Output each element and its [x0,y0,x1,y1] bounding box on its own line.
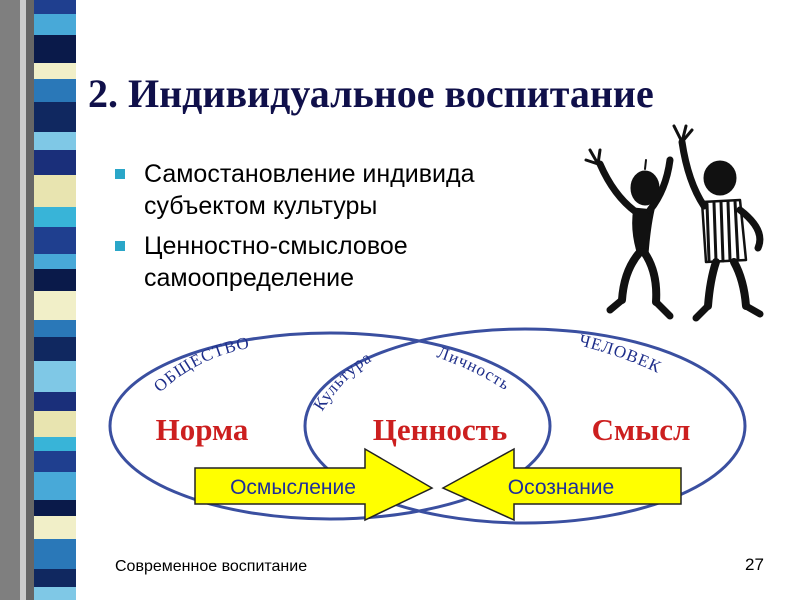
strip-segment [34,516,76,539]
bullet-text: Ценностно-смысловое самоопределение [144,232,408,292]
strip-segment [34,79,76,102]
strip-segment [34,320,76,337]
strip-segment [34,102,76,132]
culture-label: Культура [310,348,374,414]
strip-segment [34,337,76,361]
awareness-arrow: Осознание [441,447,682,522]
reflection-arrow: Осмысление [194,447,434,522]
square-bullet-icon [115,241,125,251]
strip-segment [34,392,76,411]
strip-segment [34,227,76,254]
square-bullet-icon [115,169,125,179]
meaning-term: Смысл [592,412,691,447]
awareness-arrow-label: Осознание [508,476,614,499]
human-ellipse [303,327,747,525]
strip-segment [34,132,76,150]
svg-text:Культура: Культура [310,348,375,414]
value-term: Ценность [373,412,507,447]
strip-segment [34,291,76,320]
strip-segment [34,437,76,451]
strip-segment [34,472,76,500]
strip-segment [34,35,76,63]
strip-segment [34,451,76,472]
strip-segment [34,500,76,516]
strip-segment [34,14,76,35]
strip-segment [34,269,76,291]
strip-segment [34,0,76,14]
slide-title: 2. Индивидуальное воспитание [88,71,654,116]
dancing-figures-image [570,120,780,330]
norm-term: Норма [156,412,249,447]
strip-segment [34,569,76,587]
bullet-item: Ценностно-смысловое самоопределение [112,230,552,294]
reflection-arrow-label: Осмысление [230,476,356,499]
strip-segment [34,587,76,600]
bullet-item: Самостановление индивида субъектом культ… [112,158,552,222]
strip-segment [34,361,76,392]
page-number: 27 [745,555,764,574]
strip-segment [34,175,76,207]
strip-segment [34,254,76,269]
footer-text: Современное воспитание [115,558,308,575]
bullet-list: Самостановление индивида субъектом культ… [112,158,552,302]
strip-segment [34,411,76,437]
strip-segment [34,207,76,227]
society-ellipse [108,331,552,521]
decorative-side-strip [0,0,76,600]
strip-segment [34,539,76,569]
strip-segment [34,63,76,79]
bullet-text: Самостановление индивида субъектом культ… [144,160,475,220]
strip-segment [34,150,76,175]
